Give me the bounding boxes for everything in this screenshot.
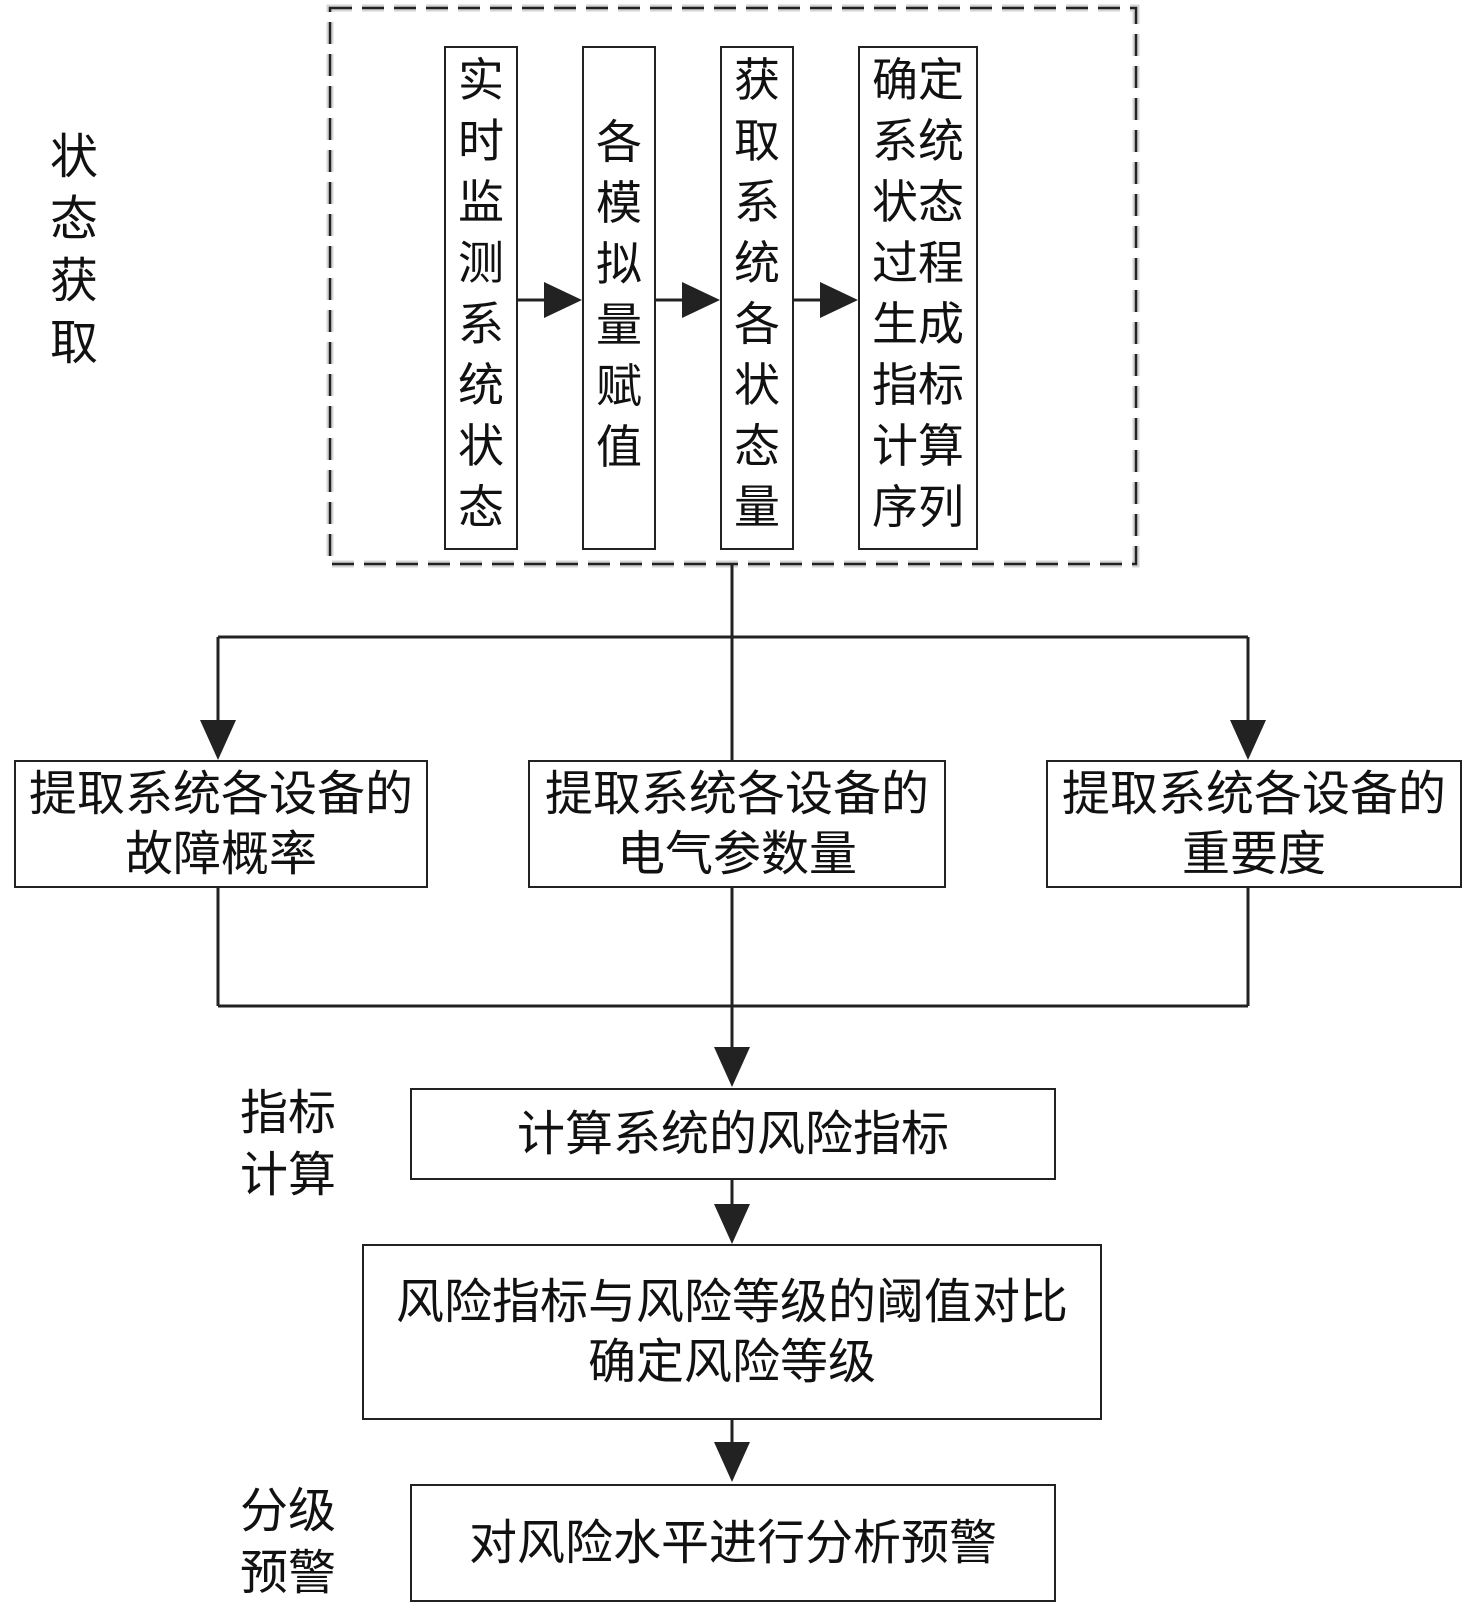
- box-compare-thresholds: 风险指标与风险等级的阈值对比 确定风险等级: [362, 1244, 1102, 1420]
- merge-connector: [216, 888, 1250, 1087]
- box-state-process-sequence: 确定系统状态过程生成指标计算序列: [858, 46, 978, 550]
- box-extract-fault-probability: 提取系统各设备的 故障概率: [14, 760, 428, 888]
- arrow-box1-to-box2: [518, 282, 582, 318]
- box-calculate-risk-index: 计算系统的风险指标: [410, 1088, 1056, 1180]
- box-analog-assignment-label: 各模拟量赋值: [596, 115, 642, 474]
- analyze-label: 对风险水平进行分析预警: [468, 1515, 997, 1571]
- extract-electric-line2: 电气参数量: [616, 826, 857, 882]
- box-analyze-warning: 对风险水平进行分析预警: [410, 1484, 1056, 1602]
- box-extract-importance: 提取系统各设备的 重要度: [1046, 760, 1462, 888]
- box-realtime-monitoring-label: 实时监测系统状态: [458, 53, 504, 534]
- compare-line1: 风险指标与风险等级的阈值对比: [395, 1274, 1068, 1330]
- stage-label-graded-warning: 分级预警: [240, 1483, 337, 1601]
- arrow-box3-to-box4: [794, 282, 858, 318]
- stage-label-state-acquisition: 状态获取: [50, 129, 99, 371]
- box-analog-assignment: 各模拟量赋值: [582, 46, 656, 550]
- stage-label-index-calculation: 指标计算: [240, 1085, 337, 1203]
- arrow-compare-to-analyze: [714, 1420, 750, 1482]
- extract-fault-line2: 故障概率: [124, 826, 317, 882]
- arrow-box2-to-box3: [656, 282, 720, 318]
- box-state-variables: 获取系统各状态量: [720, 46, 794, 550]
- box-state-variables-label: 获取系统各状态量: [734, 53, 780, 534]
- branch-connector: [200, 564, 1266, 760]
- box-state-process-sequence-label: 确定系统状态过程生成指标计算序列: [872, 53, 964, 534]
- box-extract-electrical-parameters: 提取系统各设备的 电气参数量: [528, 760, 946, 888]
- arrow-calc-to-compare: [714, 1180, 750, 1244]
- calc-risk-label: 计算系统的风险指标: [516, 1106, 949, 1162]
- box-realtime-monitoring: 实时监测系统状态: [444, 46, 518, 550]
- extract-importance-line2: 重要度: [1181, 826, 1326, 882]
- extract-importance-line1: 提取系统各设备的: [1061, 766, 1446, 822]
- extract-fault-line1: 提取系统各设备的: [28, 766, 413, 822]
- compare-line2: 确定风险等级: [587, 1334, 876, 1390]
- extract-electric-line1: 提取系统各设备的: [544, 766, 929, 822]
